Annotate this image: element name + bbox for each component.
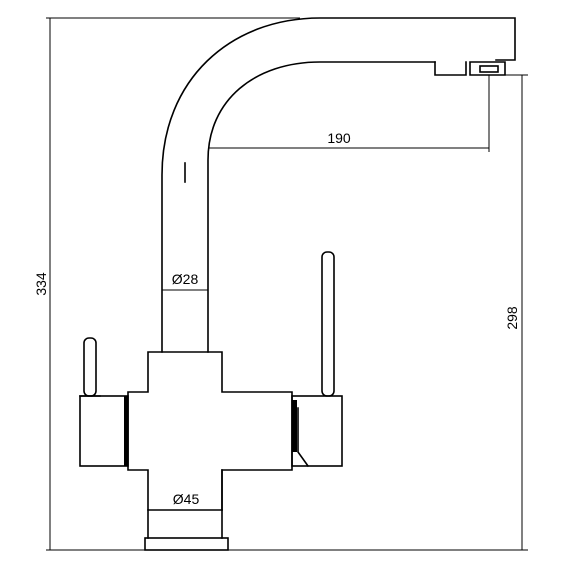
right-cartridge-bevel <box>297 407 310 468</box>
right-cartridge-housing <box>291 395 343 467</box>
left-cartridge-ring <box>124 396 128 466</box>
spout-nozzle-insert <box>479 65 499 73</box>
left-cartridge-housing <box>79 395 129 467</box>
faucet-body <box>79 17 516 551</box>
spout-reach-label: 190 <box>327 130 351 146</box>
base-diameter-label: Ø45 <box>173 491 200 507</box>
right-cartridge-ring <box>292 400 297 452</box>
mixer-body <box>127 351 293 511</box>
total-height-label: 334 <box>33 272 49 296</box>
pipe-diameter-label: Ø28 <box>172 271 199 287</box>
spout-inner-curve <box>207 61 436 353</box>
spout-tip <box>434 61 467 76</box>
left-lever-handle <box>83 337 97 397</box>
right-lever-handle <box>321 251 335 397</box>
base-nut <box>144 537 229 551</box>
dimension-lines <box>46 17 528 551</box>
spout-outer-curve <box>161 17 516 353</box>
spout-height-label: 298 <box>504 306 520 330</box>
spout-nozzle <box>469 61 506 76</box>
